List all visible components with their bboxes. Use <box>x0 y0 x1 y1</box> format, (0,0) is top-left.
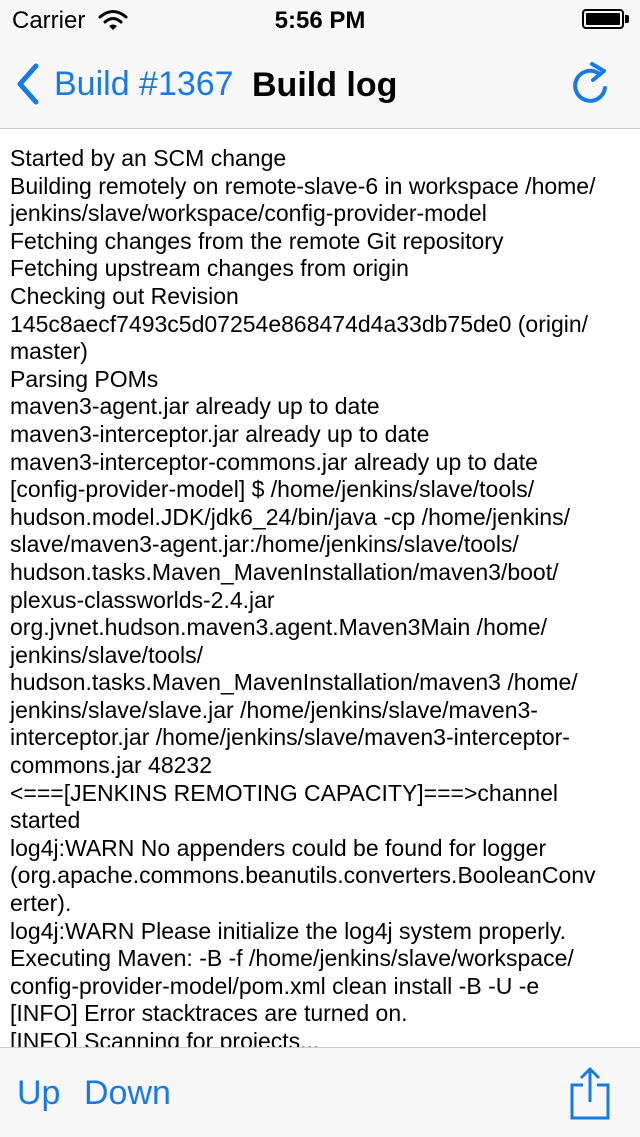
log-line: <===[JENKINS REMOTING CAPACITY]===>chann… <box>10 779 558 806</box>
down-button[interactable]: Down <box>84 1074 171 1112</box>
log-line: hudson.tasks.Maven_MavenInstallation/mav… <box>10 558 559 585</box>
status-time: 5:56 PM <box>274 7 366 34</box>
log-line: [INFO] Error stacktraces are turned on. <box>10 1000 408 1027</box>
log-line: slave/maven3-agent.jar:/home/jenkins/sla… <box>10 531 519 558</box>
log-line: maven3-agent.jar already up to date <box>10 393 380 420</box>
log-line: commons.jar 48232 <box>10 752 212 779</box>
log-line: interceptor.jar /home/jenkins/slave/mave… <box>10 724 570 751</box>
log-line: hudson.tasks.Maven_MavenInstallation/mav… <box>10 669 578 696</box>
page-title: Build log <box>252 66 398 104</box>
log-line: Fetching upstream changes from origin <box>10 255 409 282</box>
log-line: Parsing POMs <box>10 365 159 392</box>
up-button[interactable]: Up <box>17 1074 61 1112</box>
log-line: Started by an SCM change <box>10 145 287 171</box>
log-line: master) <box>10 338 88 365</box>
log-line: erter). <box>10 890 72 917</box>
wifi-icon <box>98 10 128 30</box>
log-line: hudson.model.JDK/jdk6_24/bin/java -cp /h… <box>10 503 570 530</box>
log-line: jenkins/slave/slave.jar /home/jenkins/sl… <box>10 696 538 723</box>
carrier-label: Carrier <box>12 7 86 34</box>
log-line: maven3-interceptor.jar already up to dat… <box>10 420 430 447</box>
log-line: plexus-classworlds-2.4.jar <box>10 586 275 613</box>
bottom-toolbar: Up Down <box>0 1047 640 1137</box>
status-bar: Carrier 5:56 PM <box>0 0 640 40</box>
refresh-icon[interactable] <box>568 60 612 108</box>
log-line: Executing Maven: -B -f /home/jenkins/sla… <box>10 945 574 972</box>
log-line: started <box>10 807 81 834</box>
log-line: Fetching changes from the remote Git rep… <box>10 227 504 254</box>
battery-icon <box>582 9 630 31</box>
log-line: Checking out Revision <box>10 282 239 309</box>
log-line: log4j:WARN No appenders could be found f… <box>10 834 547 861</box>
log-line: 145c8aecf7493c5d07254e868474d4a33db75de0… <box>10 310 589 337</box>
back-button[interactable]: Build #1367 <box>14 62 234 106</box>
log-line: [INFO] Scanning for projects... <box>10 1028 320 1047</box>
navigation-bar: Build #1367 Build log <box>0 40 640 129</box>
log-line: (org.apache.commons.beanutils.converters… <box>10 862 596 889</box>
log-line: log4j:WARN Please initialize the log4j s… <box>10 917 567 944</box>
back-button-label: Build #1367 <box>54 64 234 103</box>
chevron-left-icon <box>17 63 39 105</box>
share-icon[interactable] <box>570 1066 610 1120</box>
log-line: org.jvnet.hudson.maven3.agent.Maven3Main… <box>10 614 547 641</box>
log-line: jenkins/slave/workspace/config-provider-… <box>10 200 487 227</box>
log-line: config-provider-model/pom.xml clean inst… <box>10 972 540 999</box>
log-line: jenkins/slave/tools/ <box>10 641 204 668</box>
log-line: [config-provider-model] $ /home/jenkins/… <box>10 476 535 503</box>
log-line: Building remotely on remote-slave-6 in w… <box>10 172 596 199</box>
log-line: maven3-interceptor-commons.jar already u… <box>10 448 538 475</box>
